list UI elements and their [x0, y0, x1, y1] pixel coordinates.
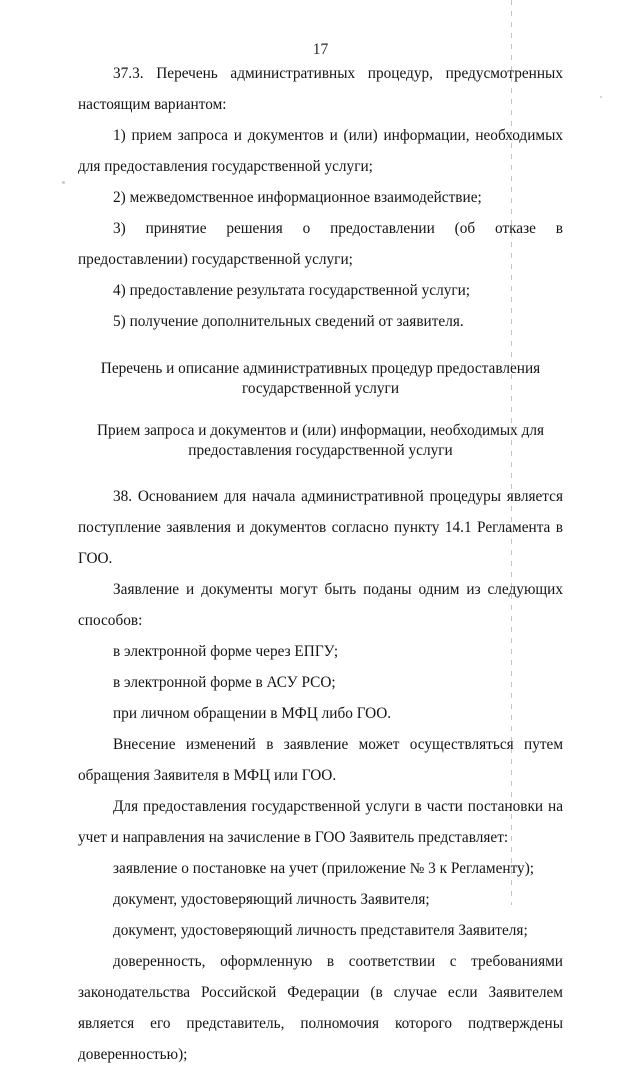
list-item-4: 4) предоставление результата государстве… — [113, 281, 471, 299]
list-item-3: 3) принятие решения о предоставлении (об… — [78, 219, 563, 268]
paragraph-enrollment-documents-intro: Для предоставления государственной услуг… — [78, 797, 563, 846]
vertical-gap — [78, 399, 563, 421]
submission-method-in-person: при личном обращении в МФЦ либо ГОО. — [113, 704, 392, 722]
required-document-power-of-attorney: доверенность, оформленную в соответствии… — [78, 952, 563, 1063]
list-item-5: 5) получение дополнительных сведений от … — [113, 312, 464, 330]
paragraph-application-changes: Внесение изменений в заявление может осу… — [78, 735, 563, 784]
document-page: 17 37.3. Перечень административных проце… — [78, 0, 563, 1070]
paragraph-38: 38. Основанием для начала административн… — [78, 487, 563, 567]
required-document-representative-id: документ, удостоверяющий личность предст… — [113, 921, 528, 939]
scan-speck-artifact — [62, 181, 65, 184]
section-heading-request-acceptance: Прием запроса и документов и (или) инфор… — [96, 421, 545, 459]
vertical-gap — [78, 337, 563, 359]
page-number: 17 — [312, 41, 329, 58]
list-item-2: 2) межведомственное информационное взаим… — [113, 188, 482, 206]
section-heading-procedures-list: Перечень и описание административных про… — [100, 359, 541, 397]
scan-speck-artifact — [600, 96, 602, 98]
paragraph-submission-methods-intro: Заявление и документы могут быть поданы … — [78, 580, 563, 629]
required-document-application: заявление о постановке на учет (приложен… — [113, 859, 535, 877]
submission-method-asu-rso: в электронной форме в АСУ РСО; — [113, 673, 336, 691]
submission-method-epgu: в электронной форме через ЕПГУ; — [113, 642, 339, 660]
paragraph-37-3: 37.3. Перечень административных процедур… — [78, 64, 563, 113]
list-item-1: 1) прием запроса и документов и (или) ин… — [78, 126, 563, 175]
required-document-applicant-id: документ, удостоверяющий личность Заявит… — [113, 890, 430, 908]
vertical-gap — [78, 461, 563, 481]
